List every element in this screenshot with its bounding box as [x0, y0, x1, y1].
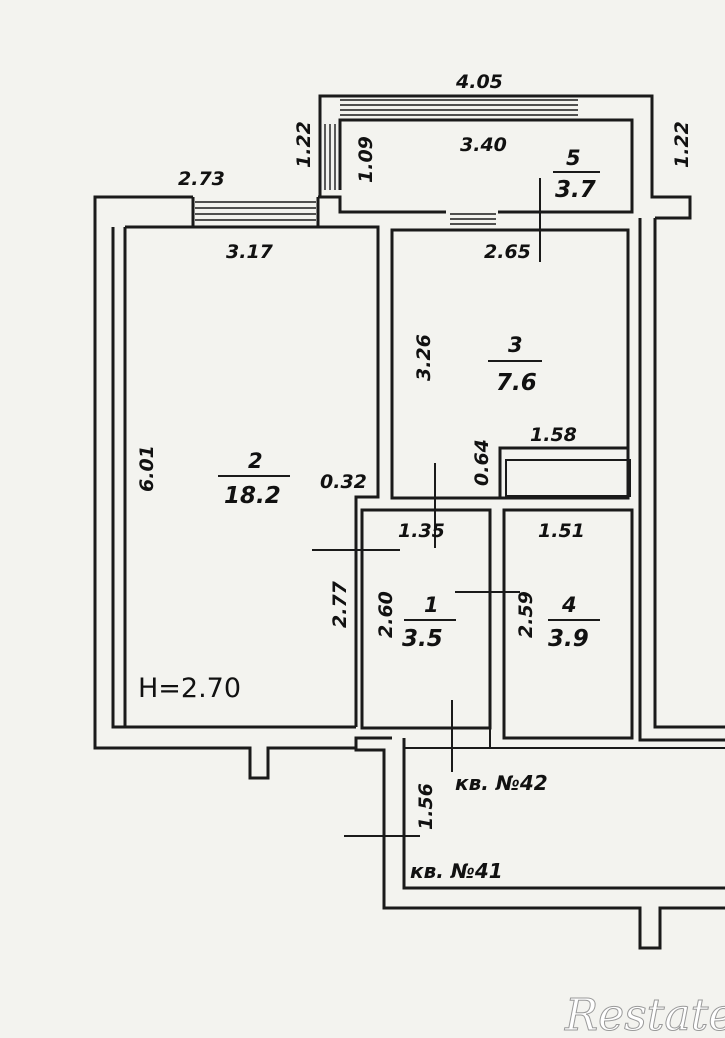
dim-room4-width: 1.51 [538, 520, 585, 542]
dim-balcony-inner-width: 3.40 [460, 134, 507, 156]
room-3-number: 3 [508, 333, 523, 357]
dim-corridor: 1.56 [415, 783, 437, 830]
dim-room3-width: 2.65 [484, 241, 531, 263]
dim-niche-depth: 0.64 [471, 439, 493, 486]
room-2-number: 2 [248, 449, 263, 473]
dim-room2-length: 6.01 [136, 445, 158, 492]
dimension-labels: 4.05 3.40 1.22 1.22 1.09 2.73 3.17 6.01 … [136, 71, 693, 830]
dim-room3-length: 3.26 [413, 334, 435, 381]
restate-watermark-logo: Restate [564, 990, 725, 1038]
apartment-41-label: кв. №41 [410, 859, 503, 883]
dim-balcony-depth-right: 1.22 [671, 121, 693, 168]
room-labels: 5 3.7 3 7.6 2 18.2 1 3.5 4 3.9 H=2.70 [138, 146, 600, 704]
dim-hall-length-outer: 2.77 [329, 580, 351, 628]
dim-room2-window: 2.73 [178, 168, 225, 190]
room-4-area: 3.9 [548, 626, 589, 652]
room-4-number: 4 [561, 593, 577, 617]
dim-balcony-outer-width: 4.05 [455, 71, 503, 93]
room-3-area: 7.6 [496, 370, 537, 396]
room-5-area: 3.7 [555, 177, 596, 203]
apartment-labels: кв. №42 кв. №41 [410, 771, 548, 883]
room-1-number: 1 [424, 593, 439, 617]
dim-niche-width: 1.58 [530, 424, 577, 446]
room-5-number: 5 [566, 146, 581, 170]
dim-room4-length: 2.59 [515, 591, 537, 638]
dim-room2-width: 3.17 [226, 241, 274, 263]
walls [93, 94, 725, 950]
dim-hall-width: 1.35 [398, 520, 445, 542]
dim-balcony-depth-left: 1.22 [293, 121, 315, 168]
ceiling-height: H=2.70 [138, 673, 241, 704]
windows [195, 99, 578, 225]
dim-partition: 0.32 [320, 471, 367, 493]
apartment-42-label: кв. №42 [455, 771, 548, 795]
dim-hall-length: 2.60 [375, 591, 397, 638]
room-2-area: 18.2 [224, 483, 281, 509]
dim-balcony-window-depth: 1.09 [355, 136, 377, 183]
room-1-area: 3.5 [402, 626, 443, 652]
leader-lines [312, 178, 541, 837]
